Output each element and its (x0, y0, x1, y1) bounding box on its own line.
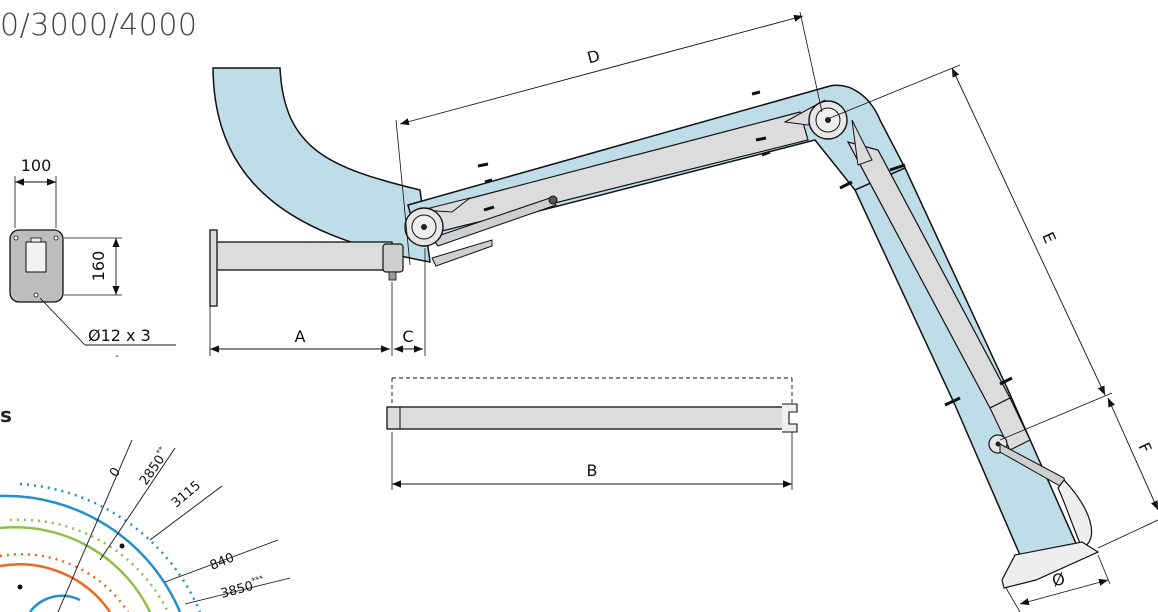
radius-label-3850: 3850*** (219, 574, 267, 602)
radius-ring-orange-dotted (0, 553, 130, 612)
hose-duct-inlet (212, 67, 431, 263)
dimension-b-label: B (587, 461, 598, 480)
bracket-swivel (382, 243, 404, 273)
dimension-a-label: A (295, 327, 306, 346)
cut-off-label: - (115, 351, 119, 362)
dimension-e-label: E (1038, 229, 1059, 246)
plate-window (25, 241, 47, 273)
mount-hole (13, 235, 19, 241)
radius-label-840: 840 (208, 551, 237, 574)
diameter-label: Ø (1050, 569, 1067, 591)
extraction-arm: A C D E F Ø B (209, 11, 1158, 612)
plate-height-label: 160 (89, 251, 108, 282)
page-title-fragment: 0/3000/4000 (0, 8, 198, 43)
upper-arm-tube (417, 111, 809, 237)
radius-ring-green (0, 526, 152, 612)
radius-ring-green-dotted (9, 518, 170, 612)
working-radius-diagram: 0 2850** 3115 840 3850*** (0, 439, 291, 612)
dimension-d-label: D (585, 46, 602, 68)
lower-arm-tube (846, 141, 1011, 409)
dimension-c-label: C (402, 327, 413, 346)
radius-ring-orange (0, 563, 112, 612)
radius-ring-blue (0, 494, 182, 612)
plate-width-label: 100 (21, 156, 52, 175)
extraction-hood (1001, 541, 1100, 589)
radius-label-2850: 2850** (135, 445, 172, 488)
wall-bracket-beam (211, 241, 393, 271)
radius-label-0: 0 (107, 465, 124, 480)
mount-hole (53, 235, 59, 241)
hole-spec-label: Ø12 x 3 (88, 326, 151, 345)
gas-spring (431, 197, 557, 247)
wall-bracket-plate (209, 229, 218, 307)
wall-plate-detail: 100 160 Ø12 x 3 - (9, 156, 176, 362)
radius-label-3115: 3115 (169, 478, 204, 511)
dimension-f-label: F (1134, 439, 1155, 455)
extension-tube (386, 406, 788, 430)
mount-hole (33, 292, 39, 298)
section-heading-fragment: s (0, 403, 12, 427)
